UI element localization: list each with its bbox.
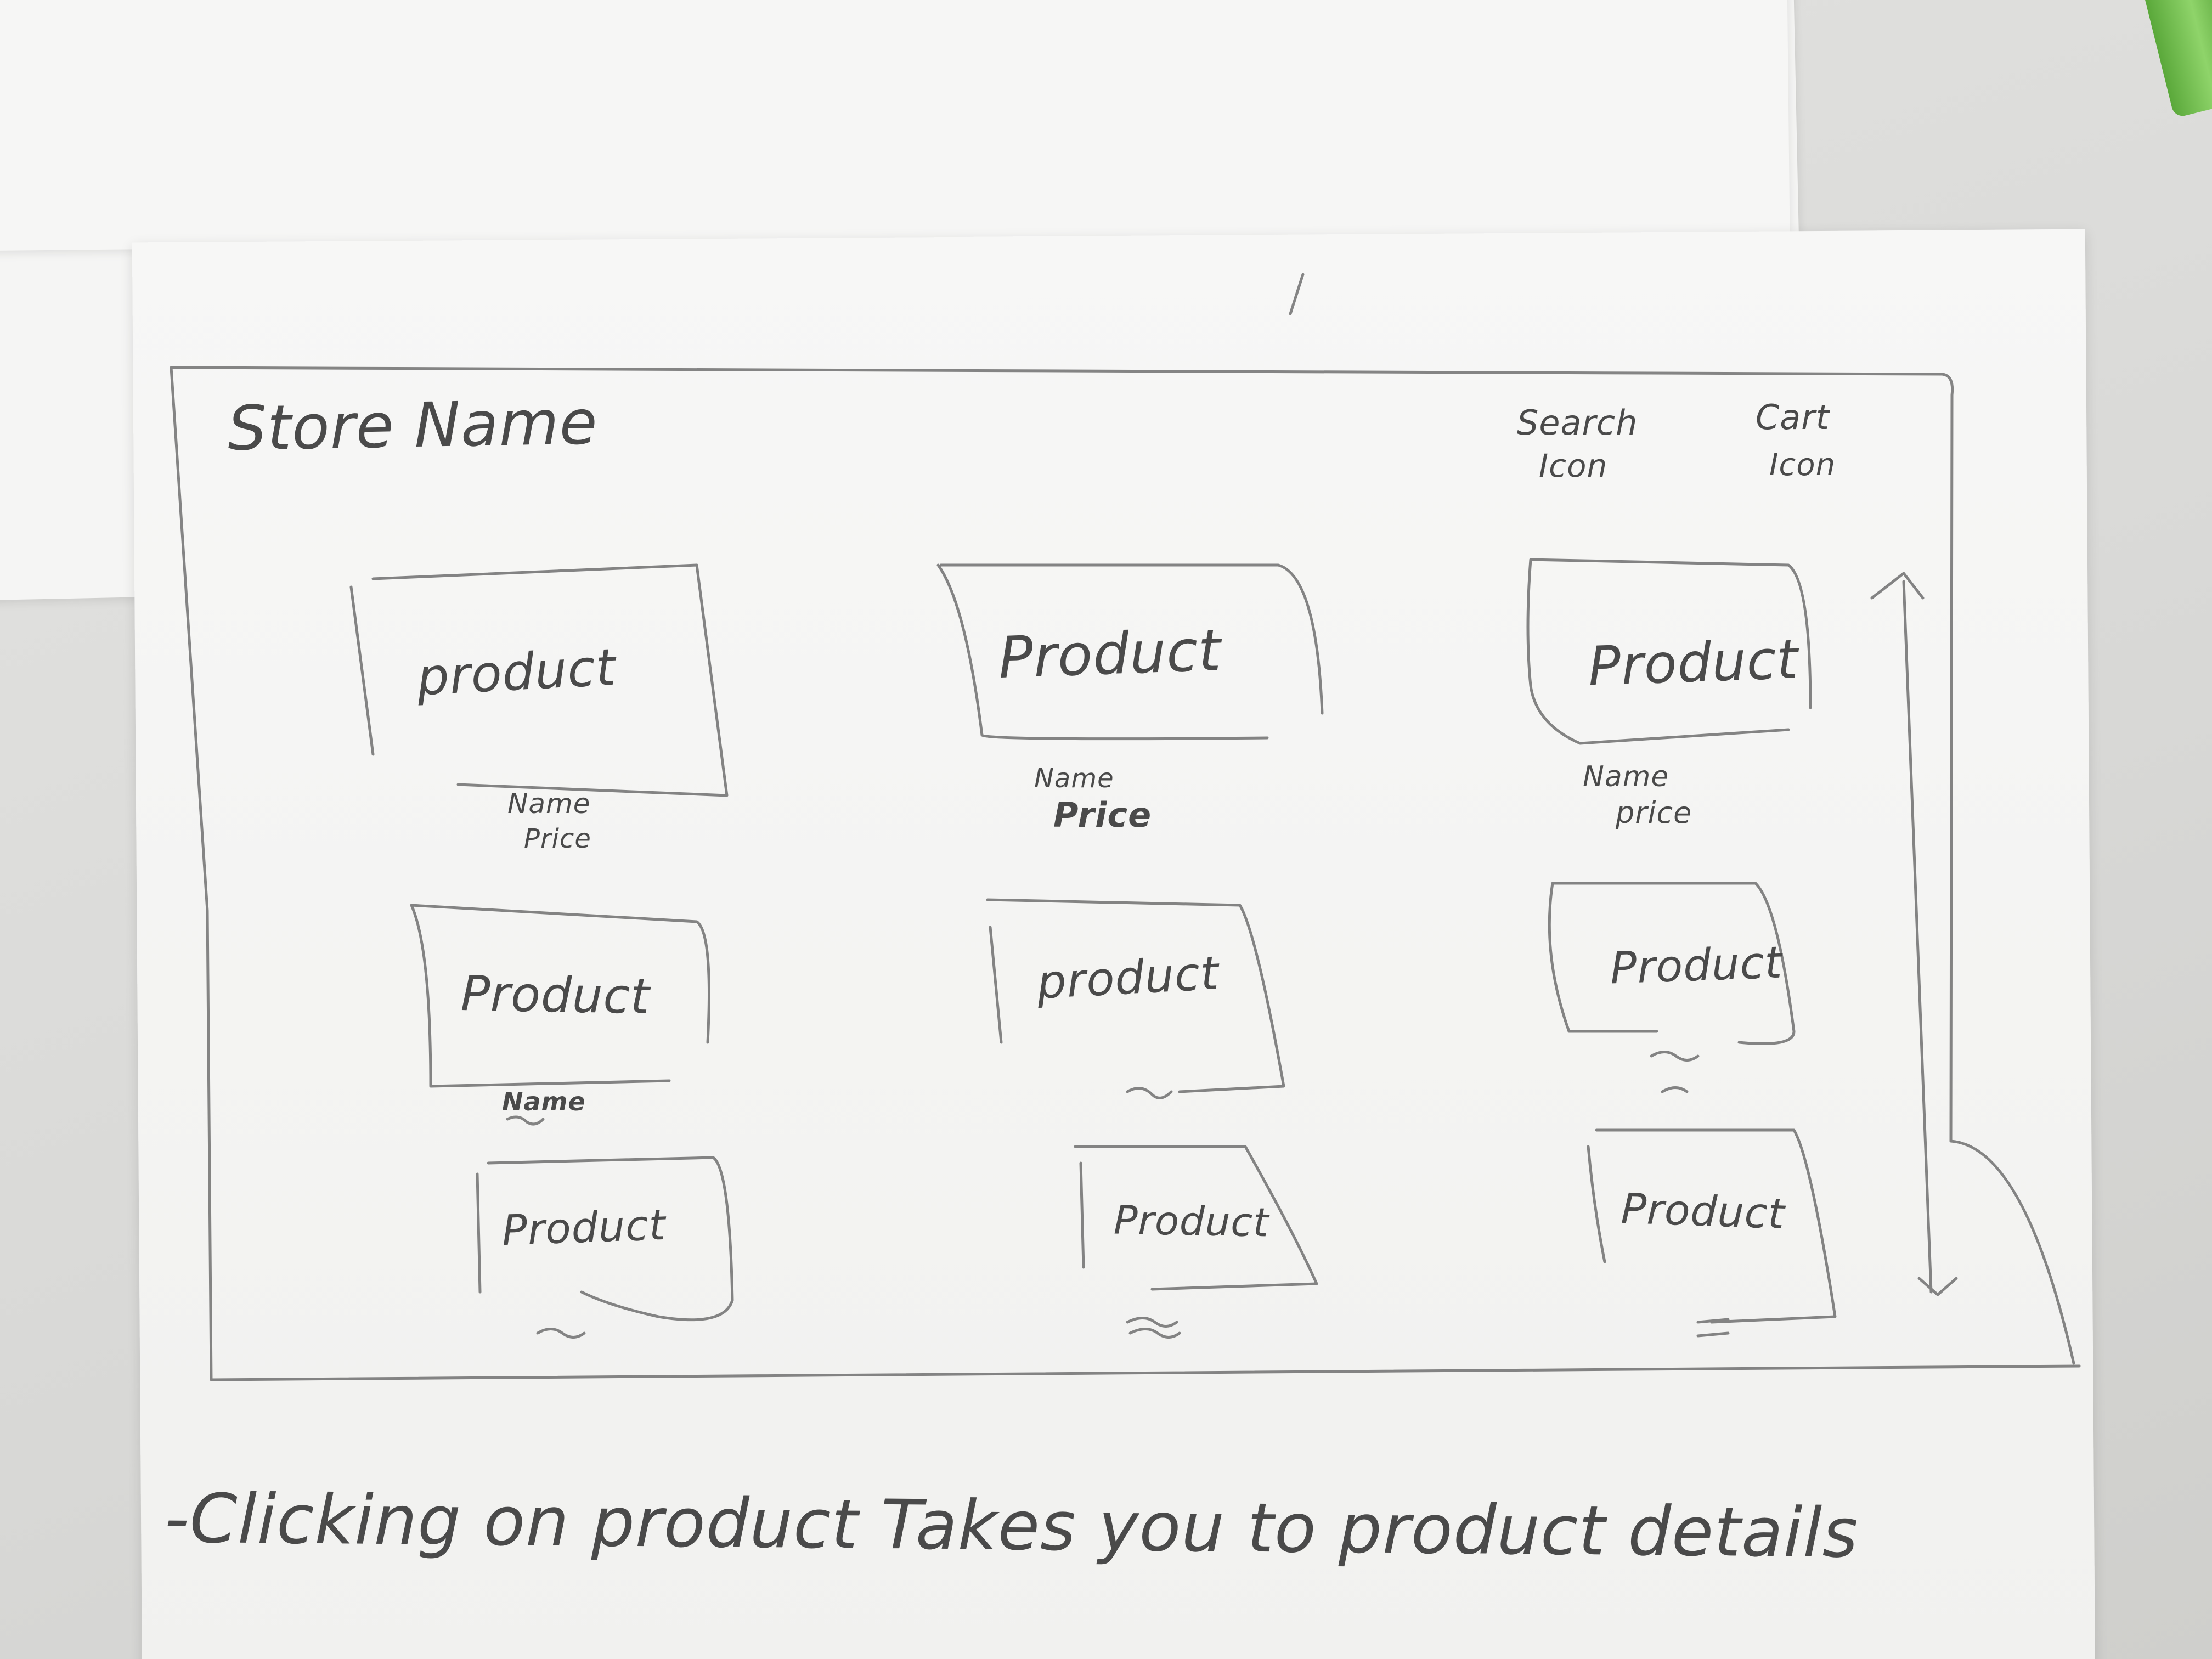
product-price-1: Price	[524, 823, 591, 854]
product-name-3: Name	[1583, 760, 1669, 793]
product-card-5	[986, 898, 1285, 1093]
product-price-3: price	[1616, 795, 1692, 830]
product-label-2: Product	[997, 616, 1223, 692]
product-card-8	[1074, 1145, 1318, 1291]
name-squiggle-7	[536, 1328, 586, 1339]
search-icon-label: Search	[1517, 403, 1638, 443]
product-card-3	[1526, 558, 1812, 745]
product-label-4: Product	[460, 965, 651, 1025]
product-card-6	[1548, 882, 1796, 1045]
cart-icon-label-2: Icon	[1769, 447, 1836, 483]
product-label-1: product	[415, 637, 618, 707]
cart-icon-label: Cart	[1756, 397, 1830, 437]
product-price-2: Price	[1053, 795, 1152, 835]
product-label-9: Product	[1620, 1183, 1786, 1239]
product-card-9	[1587, 1128, 1837, 1324]
product-label-7: Product	[501, 1200, 667, 1255]
screen-frame	[170, 366, 2081, 1381]
name-squiggle-5	[1126, 1087, 1173, 1099]
name-squiggle-6	[1650, 1051, 1700, 1093]
product-label-8: Product	[1113, 1197, 1269, 1246]
interaction-note: -Clicking on product Takes you to produc…	[164, 1479, 1859, 1573]
product-name-2: Name	[1034, 763, 1114, 794]
name-squiggle-8	[1126, 1317, 1181, 1339]
product-card-1	[349, 563, 729, 797]
search-icon-label-2: Icon	[1539, 447, 1608, 484]
name-squiggle-9	[1696, 1318, 1730, 1338]
product-card-7	[476, 1156, 734, 1322]
product-card-4	[410, 904, 710, 1088]
product-name-1: Name	[507, 788, 591, 820]
product-label-3: Product	[1587, 628, 1799, 698]
store-name-label: Store Name	[227, 387, 599, 465]
stray-pencil-mark	[1289, 273, 1305, 315]
product-label-5: product	[1035, 946, 1221, 1009]
product-card-2	[936, 563, 1324, 741]
product-label-6: Product	[1609, 936, 1784, 994]
scroll-bar-arrow	[1870, 572, 1958, 1296]
product-name-4: Name	[502, 1087, 586, 1116]
name-squiggle-4	[506, 1115, 545, 1126]
